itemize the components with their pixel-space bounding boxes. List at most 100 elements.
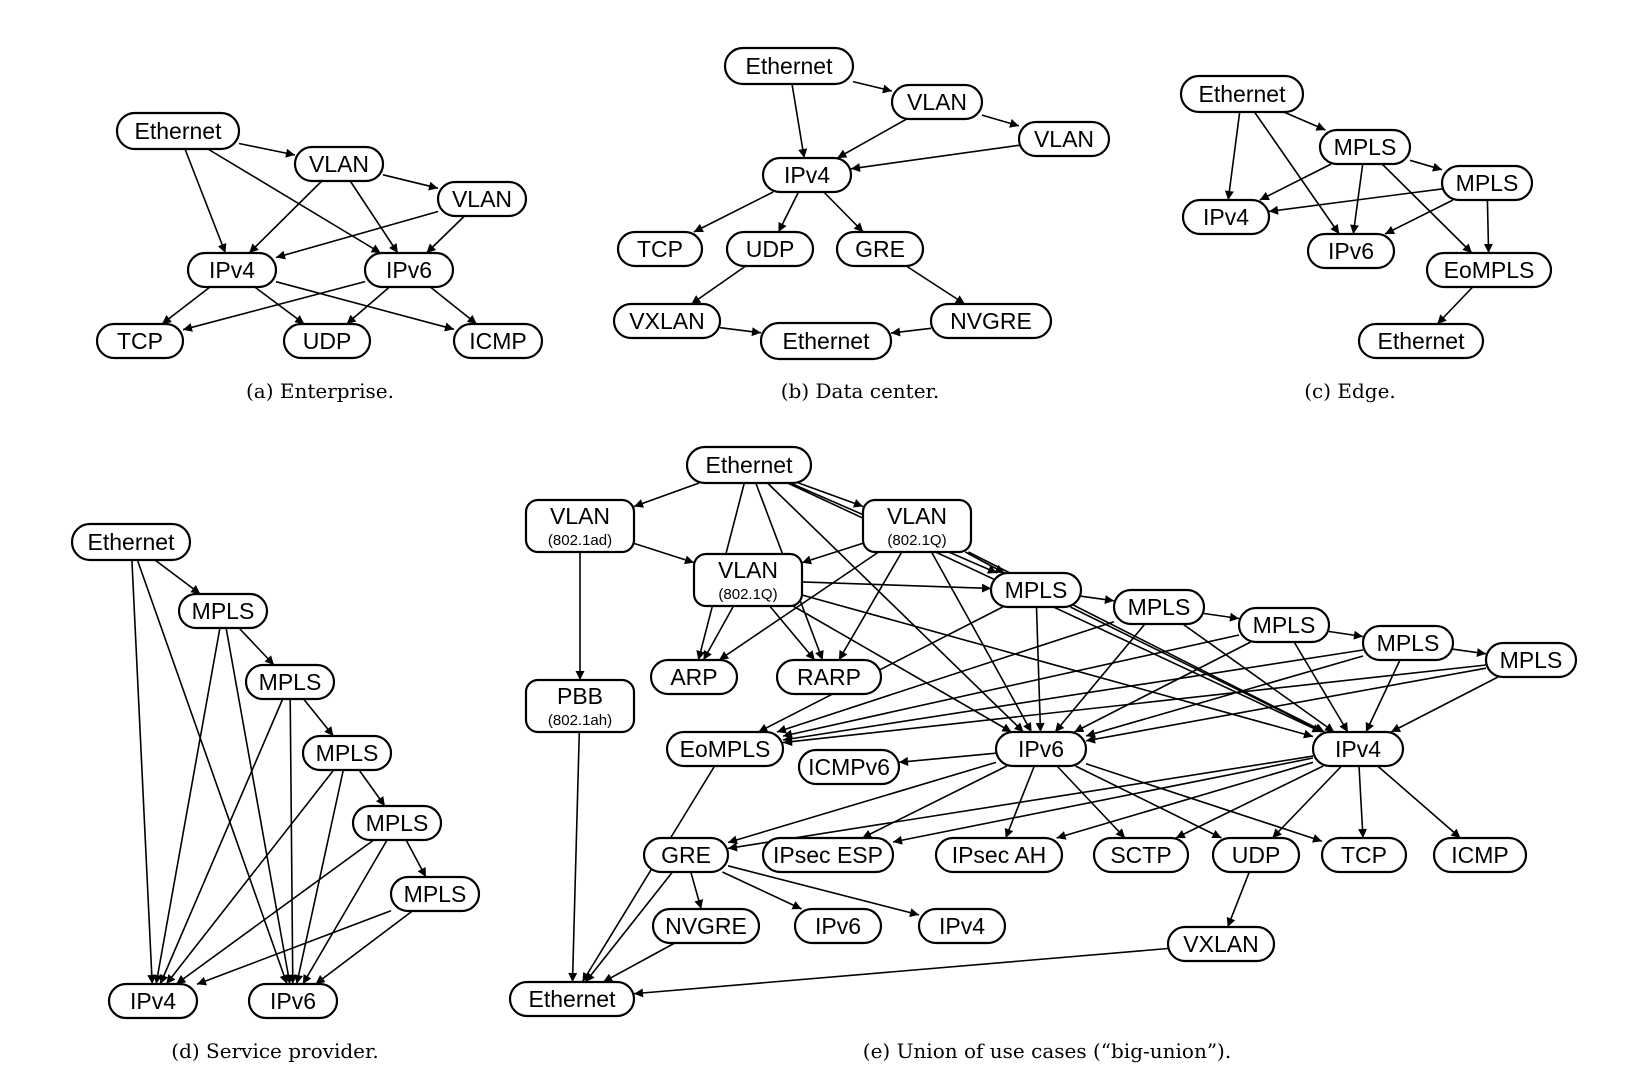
node-label: UDP <box>746 236 795 262</box>
node-e-nvgre: NVGRE <box>651 907 761 945</box>
node-d-mpls3: MPLS <box>301 734 393 772</box>
node-label: Ethernet <box>135 118 223 144</box>
node-c-ipv4: IPv4 <box>1181 198 1271 236</box>
panel-c-edges <box>1224 111 1493 325</box>
node-box <box>685 445 813 485</box>
node-box <box>1311 730 1405 768</box>
edge-e-vlanq2-to-rarp <box>769 605 816 661</box>
node-box <box>1181 198 1271 236</box>
edge-c-mpls1-to-mpls2 <box>1409 159 1443 172</box>
edge-e-gre-to-nvgre <box>690 871 704 910</box>
edge-d-mpls3-to-ipv6 <box>294 769 345 985</box>
edge-d-mpls1-to-ipv6 <box>225 627 293 985</box>
node-a-icmp: ICMP <box>452 322 544 360</box>
edge-e-gre-to-ipv6b <box>722 871 802 910</box>
node-box <box>1092 836 1190 874</box>
node-label: Ethernet <box>1378 328 1466 354</box>
node-box <box>723 46 855 86</box>
edge-e-ipv4-to-ipsecah <box>1056 761 1314 840</box>
node-sublabel: (802.1ah) <box>548 712 612 729</box>
node-e-ipv6: IPv6 <box>994 730 1088 768</box>
node-box <box>994 730 1088 768</box>
edge-b-vlan1-to-ipv4 <box>836 118 908 159</box>
node-label: VLAN <box>887 503 947 529</box>
node-label: VLAN <box>1034 126 1094 152</box>
node-d-mpls1: MPLS <box>177 592 269 630</box>
edge-a-ipv4-to-udp <box>254 286 305 325</box>
node-box <box>70 522 192 562</box>
node-box <box>1017 120 1111 158</box>
node-label: UDP <box>1232 842 1281 868</box>
edge-c-eth-to-ipv6 <box>1253 111 1340 235</box>
node-e-udp: UDP <box>1211 836 1301 874</box>
node-e-vlanq1: VLAN(802.1Q) <box>861 498 973 554</box>
edge-d-mpls4-to-ipv4 <box>175 839 375 985</box>
node-a-ipv4: IPv4 <box>186 251 278 289</box>
node-box <box>1361 624 1455 662</box>
node-label: IPv4 <box>939 913 985 939</box>
node-box <box>890 83 984 121</box>
node-label: Ethernet <box>706 452 794 478</box>
node-label: VLAN <box>550 503 610 529</box>
edge-e-mpls1-to-ipv6 <box>1035 606 1045 733</box>
node-e-pbb: PBB(802.1ah) <box>524 678 636 734</box>
edge-e-ipv4-to-icmp <box>1377 765 1461 839</box>
edge-b-eth-to-vlan1 <box>852 80 893 94</box>
node-label: EoMPLS <box>680 736 771 762</box>
node-sublabel: (802.1ad) <box>548 532 612 549</box>
node-box <box>524 678 636 734</box>
panel-d-edges <box>131 559 427 986</box>
node-e-eompls: EoMPLS <box>665 730 785 768</box>
node-box <box>934 836 1064 874</box>
node-box <box>1306 232 1396 270</box>
node-box <box>759 321 893 361</box>
node-c-mpls2: MPLS <box>1440 164 1534 202</box>
node-label: IPv6 <box>1018 736 1064 762</box>
node-b-udp: UDP <box>725 230 815 268</box>
node-label: MPLS <box>1334 134 1397 160</box>
node-label: TCP <box>637 236 683 262</box>
node-box <box>107 982 199 1020</box>
edge-e-gre-to-eth2 <box>584 871 674 983</box>
node-box <box>1318 128 1412 166</box>
node-box <box>1484 641 1578 679</box>
node-box <box>115 111 241 151</box>
node-e-mpls3: MPLS <box>1237 606 1331 644</box>
node-box <box>1357 322 1485 360</box>
node-e-sctp: SCTP <box>1092 836 1190 874</box>
edge-e-mpls2-to-ipv6 <box>1054 623 1146 733</box>
node-box <box>1425 251 1553 289</box>
node-box <box>247 982 339 1020</box>
edge-c-eth-to-ipv4 <box>1224 111 1241 201</box>
node-label: MPLS <box>259 669 322 695</box>
node-label: TCP <box>1341 842 1387 868</box>
edge-b-gre-to-nvgre <box>905 265 966 305</box>
node-d-ipv6: IPv6 <box>247 982 339 1020</box>
edge-b-eth-to-ipv4 <box>791 83 808 159</box>
edge-a-ipv6-to-icmp <box>429 286 478 325</box>
caption-edge: (c) Edge. <box>1304 379 1396 403</box>
node-box <box>452 322 544 360</box>
node-label: MPLS <box>316 740 379 766</box>
node-e-vlanad: VLAN (802.1ad) <box>524 498 636 554</box>
edge-e-mpls1-to-mpls2 <box>1080 595 1115 605</box>
node-box <box>775 658 883 696</box>
node-label: IPv6 <box>815 913 861 939</box>
node-box <box>186 251 278 289</box>
edge-a-ipv6-to-udp <box>346 286 390 325</box>
node-box <box>1166 925 1276 963</box>
node-label: IPv4 <box>1203 204 1249 230</box>
edge-e-ipv4-to-udp <box>1271 765 1343 839</box>
edge-e-mpls5-to-eompls <box>782 664 1487 747</box>
edge-b-udp-to-vxlan <box>690 265 747 305</box>
edge-e-vxlan-to-eth2 <box>633 947 1169 998</box>
node-box <box>612 302 722 340</box>
edge-b-vxlan-to-eth2 <box>719 326 762 337</box>
node-label: Ethernet <box>529 986 617 1012</box>
node-e-gre: GRE <box>642 836 730 874</box>
edge-e-ipv6-to-udp <box>1075 765 1222 839</box>
edge-e-mpls3-to-ipv6 <box>1073 641 1252 733</box>
